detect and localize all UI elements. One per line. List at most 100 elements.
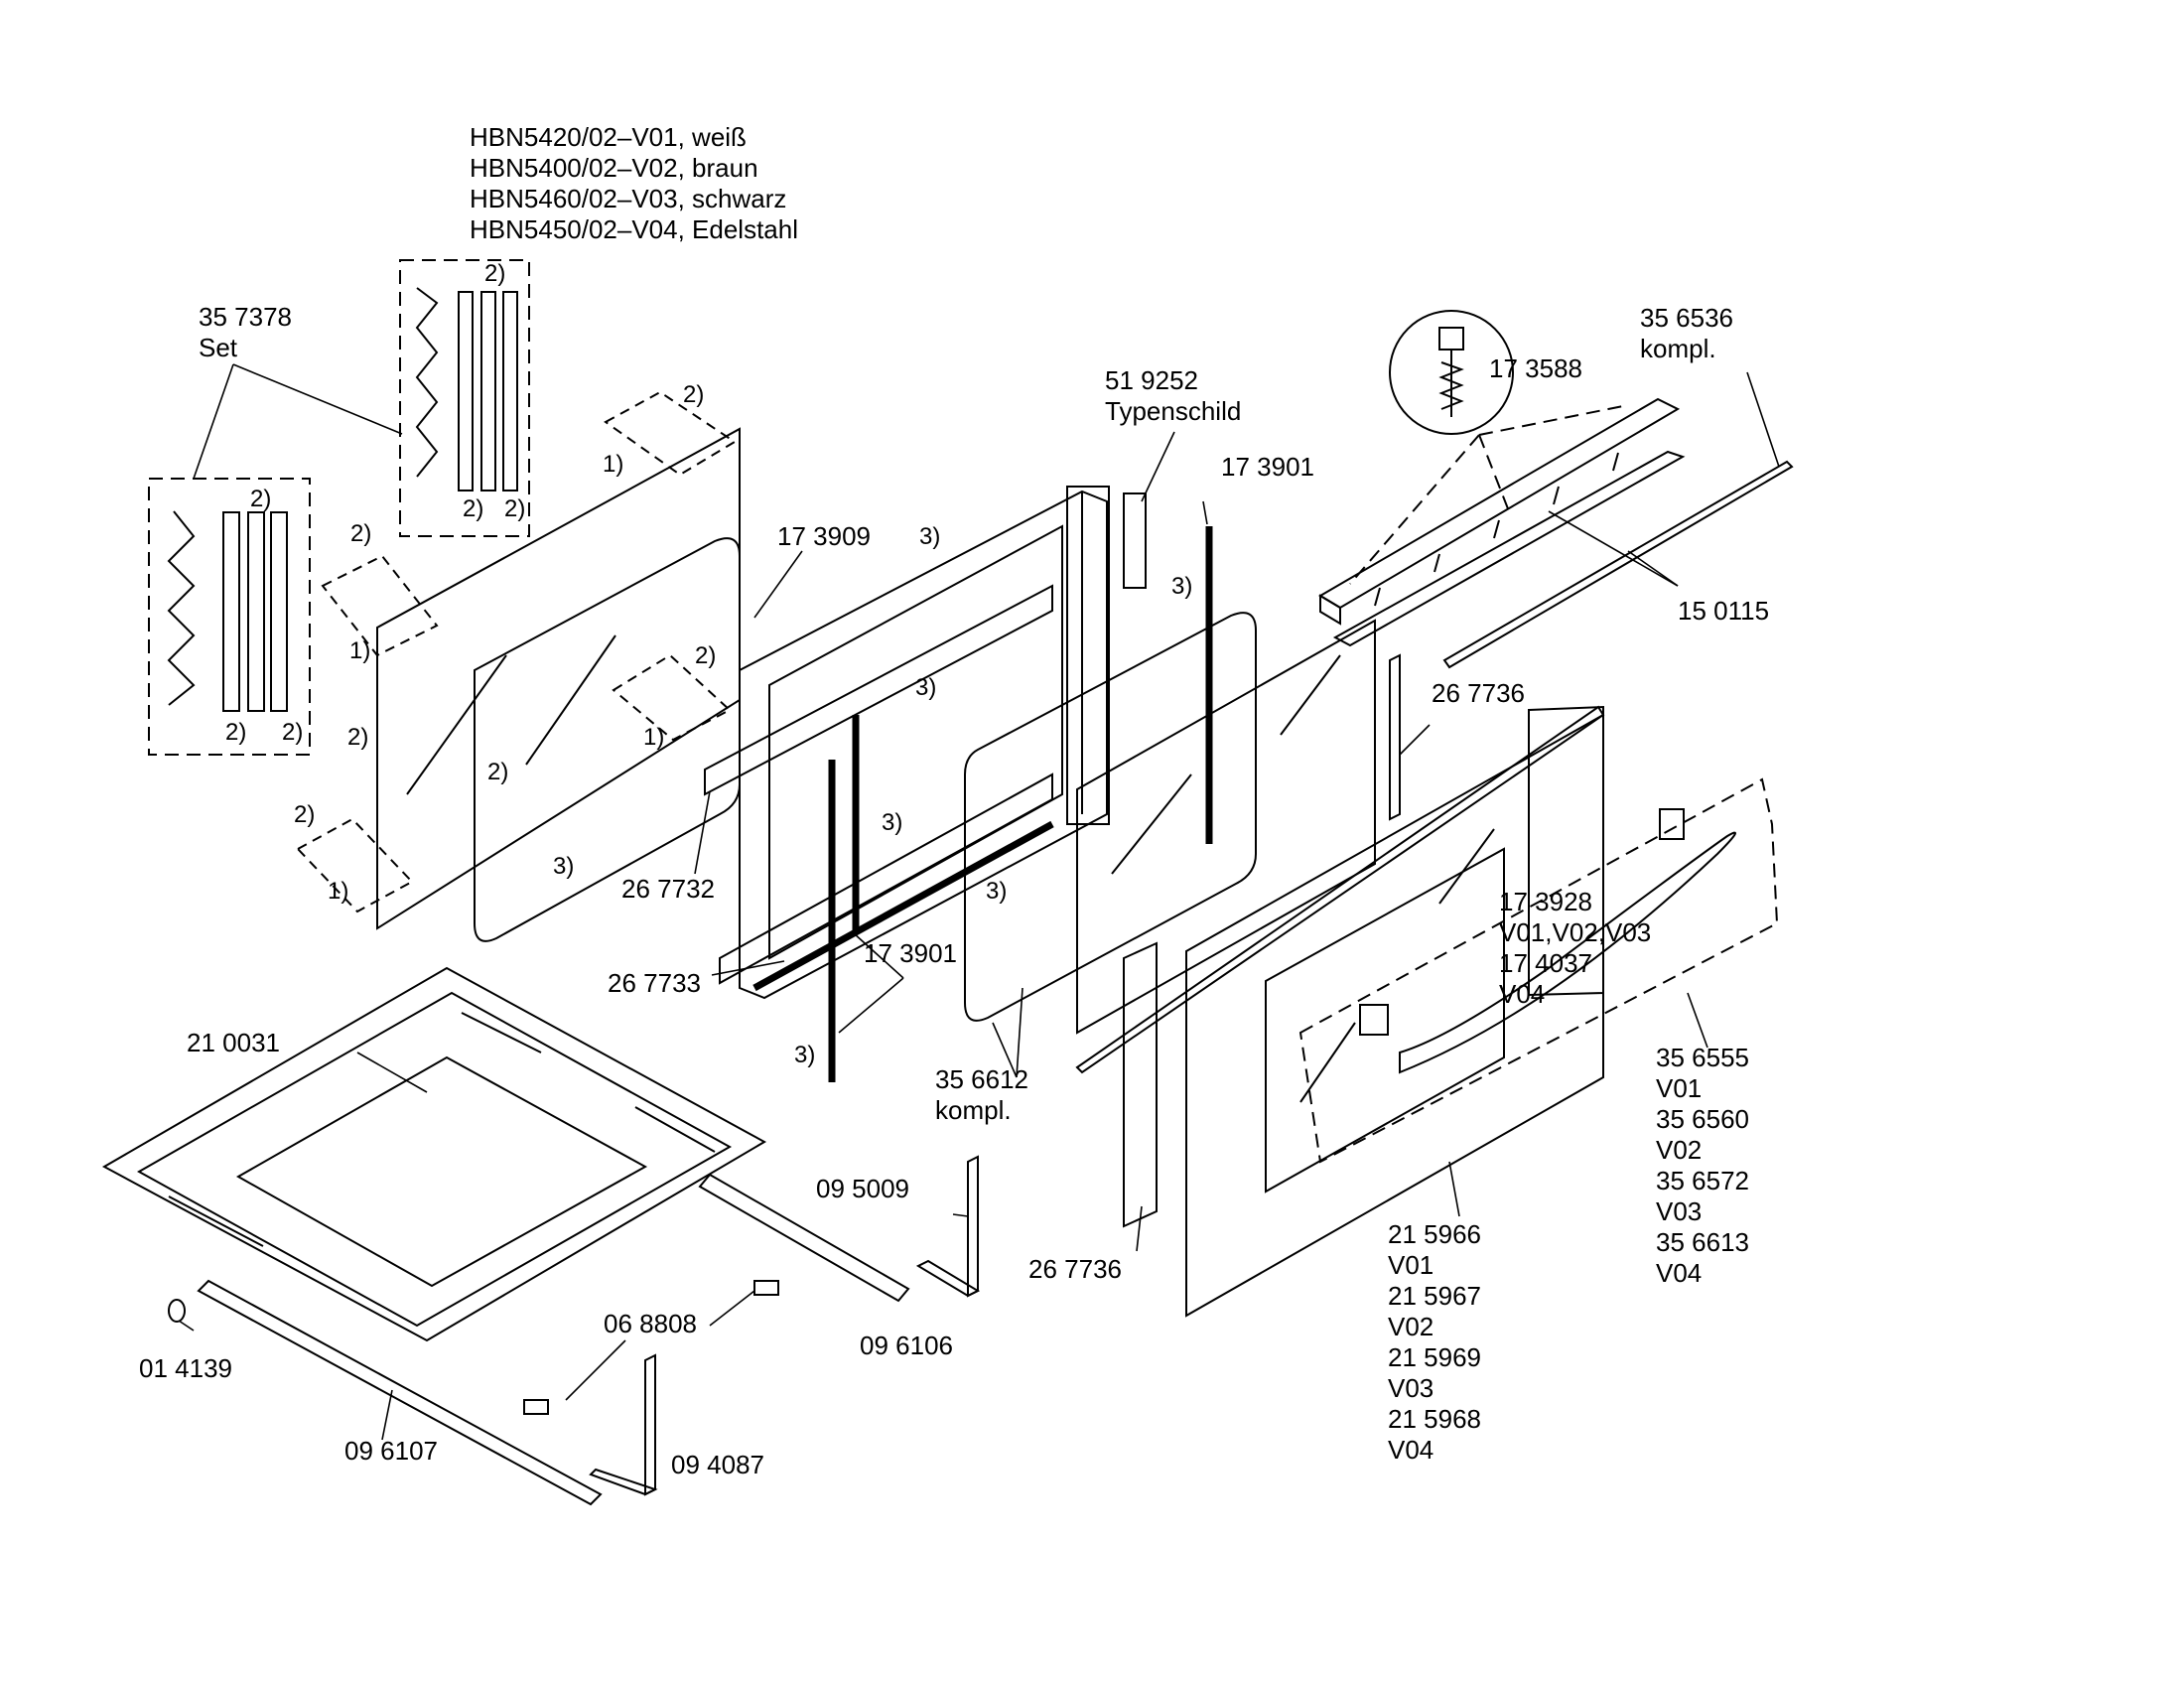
part-number: 26 7736	[1028, 1254, 1122, 1284]
callout-356536: 35 6536 kompl.	[1640, 303, 1733, 364]
part-number: 06 8808	[604, 1309, 697, 1338]
runner-096106	[698, 1173, 910, 1303]
callout-356555: 35 6555 V01 35 6560 V02 35 6572 V03 35 6…	[1656, 1043, 1749, 1289]
model-line: HBN5400/02–V02, braun	[470, 153, 758, 183]
part-number: 09 6107	[344, 1436, 438, 1466]
part-number: 35 6572	[1656, 1166, 1749, 1195]
part-number: 21 5966	[1388, 1219, 1481, 1249]
part-number: 21 5969	[1388, 1342, 1481, 1372]
door-handle	[1359, 808, 1736, 1074]
part-number: 21 0031	[187, 1028, 280, 1057]
part-number: 17 3588	[1489, 353, 1582, 383]
part-number: 35 6555	[1656, 1043, 1749, 1072]
part-note: kompl.	[935, 1095, 1012, 1125]
callout-267732: 26 7732	[621, 874, 715, 905]
part-number: 26 7732	[621, 874, 715, 904]
note-marker: 2)	[225, 719, 247, 746]
note-marker: 1)	[643, 724, 665, 751]
inner-glass-356612	[964, 612, 1376, 1035]
model-line: HBN5450/02–V04, Edelstahl	[470, 214, 799, 244]
model-line: HBN5420/02–V01, weiß	[470, 122, 747, 152]
note-marker: 3)	[915, 674, 937, 701]
callout-210031: 21 0031	[187, 1028, 280, 1058]
note-marker: 2)	[294, 801, 316, 828]
note-marker: 1)	[349, 637, 371, 664]
bracket-094087	[589, 1353, 658, 1496]
bracket-095009	[915, 1155, 981, 1298]
callout-068808: 06 8808	[604, 1309, 697, 1339]
callout-173901-upper: 17 3901	[1221, 452, 1314, 483]
strip-267733	[719, 772, 1053, 985]
callout-215966: 21 5966 V01 21 5967 V02 21 5969 V03 21 5…	[1388, 1219, 1481, 1466]
note-marker: 3)	[1171, 573, 1193, 600]
note-marker: 2)	[282, 719, 304, 746]
part-variant: V04	[1656, 1258, 1703, 1288]
callout-173901-lower: 17 3901	[864, 938, 957, 969]
part-number: 17 3909	[777, 521, 871, 551]
clip-group-top	[604, 390, 737, 477]
callout-356612: 35 6612 kompl.	[935, 1064, 1028, 1126]
part-number: 21 5968	[1388, 1404, 1481, 1434]
model-list: HBN5420/02–V01, weiß HBN5400/02–V02, bra…	[470, 122, 798, 245]
callout-096107: 09 6107	[344, 1436, 438, 1467]
knob-014139	[168, 1299, 186, 1323]
part-number: 15 0115	[1678, 596, 1770, 626]
clip-group-mid	[612, 653, 732, 742]
note-marker: 3)	[882, 809, 903, 836]
note-marker: 2)	[484, 260, 506, 287]
note-marker: 1)	[603, 451, 624, 478]
note-marker: 1)	[328, 878, 349, 905]
callout-095009: 09 5009	[816, 1174, 909, 1204]
note-marker: 2)	[347, 724, 369, 751]
strip-267732	[704, 584, 1053, 796]
part-variant: V02	[1388, 1312, 1434, 1341]
model-line: HBN5460/02–V03, schwarz	[470, 184, 787, 213]
part-number: 17 3901	[864, 938, 957, 968]
part-number: 35 7378	[199, 302, 292, 332]
door-inner-frame	[739, 486, 1110, 1000]
note-marker: 3)	[919, 523, 941, 550]
part-number: 17 3928	[1499, 887, 1592, 916]
part-number: 26 7733	[608, 968, 701, 998]
part-note: kompl.	[1640, 334, 1716, 363]
note-marker: 3)	[794, 1042, 816, 1068]
part-variant: V03	[1388, 1373, 1434, 1403]
part-variant: V04	[1499, 979, 1546, 1009]
hinge-set-box-lower	[148, 478, 311, 756]
part-variant: V04	[1388, 1435, 1434, 1465]
part-note: Set	[199, 333, 238, 362]
part-number: 01 4139	[139, 1353, 232, 1383]
callout-173909: 17 3909	[777, 521, 871, 552]
note-marker: 2)	[463, 495, 484, 522]
callout-173588: 17 3588	[1489, 353, 1582, 384]
hinge-set-box-upper	[399, 259, 530, 537]
part-number: 51 9252	[1105, 365, 1198, 395]
clip-068808-a	[753, 1280, 779, 1296]
clip-group-bottom	[296, 817, 414, 913]
part-variant: V03	[1656, 1196, 1703, 1226]
runner-096107	[197, 1279, 603, 1506]
part-variant: V01,V02,V03	[1499, 917, 1652, 947]
part-number: 17 4037	[1499, 948, 1592, 978]
part-number: 35 6613	[1656, 1227, 1749, 1257]
part-number: 35 6612	[935, 1064, 1028, 1094]
rail-267736-upper	[1389, 653, 1401, 821]
part-number: 17 3901	[1221, 452, 1314, 482]
callout-267733: 26 7733	[608, 968, 701, 999]
part-variant: V02	[1656, 1135, 1703, 1165]
callout-096106: 09 6106	[860, 1331, 953, 1361]
note-marker: 3)	[553, 853, 575, 880]
clip-068808-b	[523, 1399, 549, 1415]
part-number: 09 4087	[671, 1450, 764, 1479]
callout-267736-lower: 26 7736	[1028, 1254, 1122, 1285]
vent-assembly-356536	[1318, 397, 1794, 669]
note-marker: 2)	[504, 495, 526, 522]
note-marker: 2)	[487, 759, 509, 785]
part-number: 09 6106	[860, 1331, 953, 1360]
callout-267736-upper: 26 7736	[1432, 678, 1525, 709]
note-marker: 2)	[250, 486, 272, 512]
callout-357378: 35 7378 Set	[199, 302, 292, 363]
callout-519252: 51 9252 Typenschild	[1105, 365, 1241, 427]
oven-tray-210031	[101, 966, 767, 1342]
